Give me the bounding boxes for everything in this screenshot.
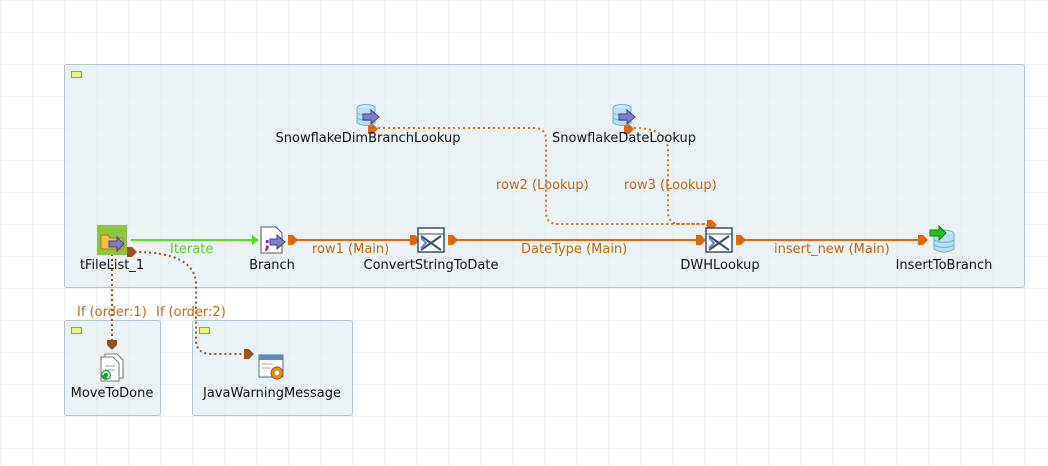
component-tfilelist[interactable] — [97, 225, 127, 255]
svg-text:;: ; — [264, 234, 270, 253]
component-dimbranch[interactable] — [353, 101, 383, 131]
link-label-row2[interactable]: row2 (Lookup) — [496, 178, 589, 193]
component-movetodone[interactable] — [97, 352, 127, 382]
java-row-icon: ; — [260, 226, 286, 254]
link-label-if2[interactable]: If (order:2) — [156, 305, 226, 320]
subjob-collapse-button[interactable] — [71, 327, 82, 334]
component-label-convert[interactable]: ConvertStringToDate — [363, 258, 499, 273]
component-branch[interactable]: ; — [258, 225, 288, 255]
tmap-icon — [417, 227, 445, 253]
link-label-row1[interactable]: row1 (Main) — [312, 242, 390, 257]
component-datelookup[interactable] — [609, 101, 639, 131]
component-label-insert[interactable]: InsertToBranch — [895, 258, 993, 273]
link-label-datetype[interactable]: DateType (Main) — [521, 242, 628, 257]
subjob-main[interactable] — [64, 64, 1025, 288]
component-label-tfilelist[interactable]: tFileList_1 — [79, 258, 145, 273]
database-input-icon — [612, 104, 636, 126]
component-label-movetodone[interactable]: MoveToDone — [70, 386, 154, 401]
java-window-icon — [258, 354, 284, 380]
subjob-collapse-button[interactable] — [199, 327, 210, 334]
component-convert[interactable] — [417, 225, 447, 255]
database-input-icon — [356, 104, 380, 126]
component-label-javawarning[interactable]: JavaWarningMessage — [203, 386, 341, 401]
link-label-insert-new[interactable]: insert_new (Main) — [774, 242, 890, 257]
database-output-icon — [929, 225, 955, 253]
component-label-dwhlookup[interactable]: DWHLookup — [680, 258, 760, 273]
component-dwhlookup[interactable] — [705, 225, 735, 255]
file-copy-icon — [100, 353, 124, 382]
component-label-dimbranch[interactable]: SnowflakeDimBranchLookup — [275, 131, 461, 146]
subjob-collapse-button[interactable] — [71, 71, 82, 78]
link-label-row3[interactable]: row3 (Lookup) — [624, 178, 717, 193]
iterate-arrowhead — [252, 235, 259, 245]
link-label-iterate[interactable]: Iterate — [170, 242, 214, 257]
component-insert[interactable] — [929, 225, 959, 255]
component-label-datelookup[interactable]: SnowflakeDateLookup — [552, 131, 696, 146]
folder-icon — [97, 225, 127, 255]
tmap-icon — [705, 227, 733, 253]
component-label-branch[interactable]: Branch — [249, 258, 295, 273]
if2-trigger-connection[interactable] — [133, 251, 250, 355]
link-label-if1[interactable]: If (order:1) — [77, 305, 147, 320]
component-javawarning[interactable] — [257, 352, 287, 382]
